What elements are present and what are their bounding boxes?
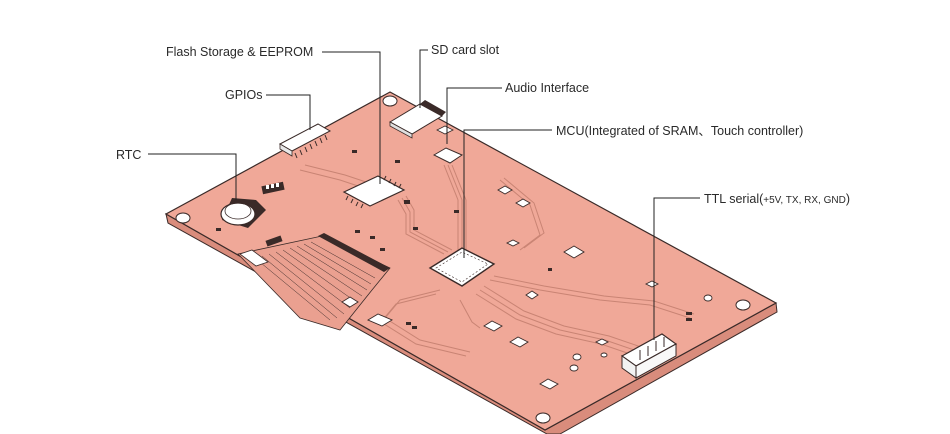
ttl-prefix: TTL serial( [704, 192, 764, 206]
ttl-connector [620, 333, 678, 379]
smd-components [341, 185, 713, 390]
leader-sdcard [419, 49, 428, 108]
ttl-suffix: ) [845, 192, 850, 206]
callout-mcu: MCU(Integrated of SRAM、Touch controller) [556, 124, 804, 138]
sd-card-slot [388, 100, 446, 139]
leader-audio [446, 87, 502, 144]
ribbon-connector [237, 233, 391, 331]
small-pads [216, 150, 692, 329]
flash-chip [342, 175, 406, 209]
mcu-chip [428, 247, 496, 287]
callout-gpios: GPIOs [225, 88, 263, 102]
leader-rtc [148, 153, 237, 200]
mounting-hole [382, 95, 398, 107]
ttl-detail: +5V, TX, RX, GND [763, 195, 846, 206]
mounting-hole [735, 299, 751, 311]
callout-ttl-serial: TTL serial(+5V, TX, RX, GND) [704, 192, 850, 208]
rtc-battery [220, 181, 285, 228]
mounting-holes [175, 95, 751, 424]
mounting-hole [175, 212, 191, 224]
gpio-header [278, 123, 332, 159]
callout-lines [148, 49, 700, 340]
audio-chip [432, 125, 464, 164]
callout-rtc: RTC [116, 148, 142, 162]
leader-mcu [463, 129, 552, 258]
callout-audio-interface: Audio Interface [505, 81, 590, 95]
callout-sd-card-slot: SD card slot [431, 43, 500, 57]
mounting-hole [535, 412, 551, 424]
leader-ttl [653, 197, 700, 340]
leader-gpios [266, 94, 311, 130]
callout-flash-storage: Flash Storage & EEPROM [166, 45, 314, 59]
leader-flash [322, 51, 381, 184]
